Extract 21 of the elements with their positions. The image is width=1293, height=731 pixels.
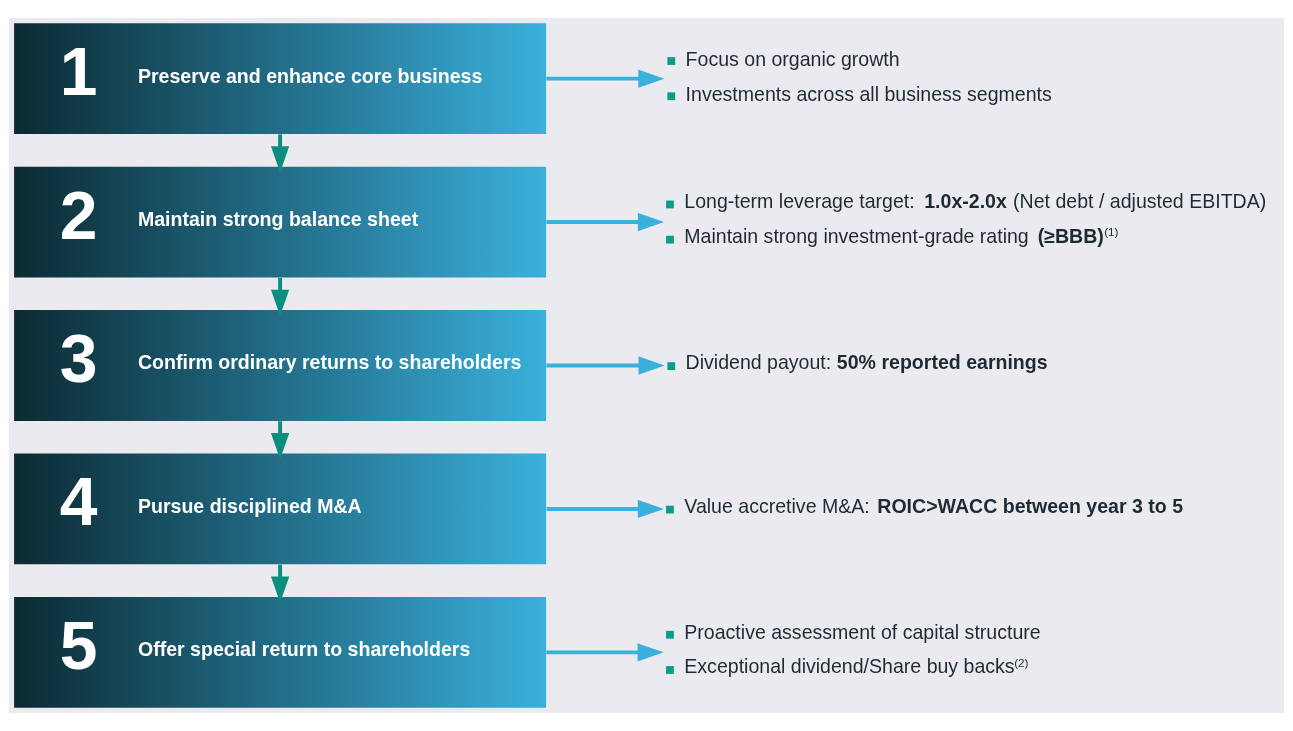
node-text: Long-term leverage target: 1.0x-2.0x (Net debt / adjusted EBITDA) Maintain strong investment-grade rating (≥BBB)$^{(1)}$	[684, 189, 1267, 247]
node-box: 2 Maintain strong balance sheet	[14, 166, 547, 278]
node-label: Value accretive M&A: ROIC>WACC between year 3 to 5	[684, 494, 1184, 517]
arrow	[270, 421, 290, 460]
node-text: Proactive assessment of capital structure Exceptional dividend/Share buy backs$^{(2)}$	[684, 621, 1041, 678]
arrow	[270, 134, 290, 173]
node-label: Dividend payout: 50% reported earnings	[685, 351, 1048, 374]
node-box	[666, 505, 674, 514]
arrow	[546, 212, 664, 232]
node-box: 5 Offer special return to shareholders	[14, 596, 547, 708]
arrow	[546, 643, 664, 662]
node-box: 3 Confirm ordinary returns to shareholders	[14, 310, 547, 421]
arrow	[546, 356, 665, 375]
arrow	[270, 564, 290, 603]
node-box: 4 Pursue disciplined M&A	[14, 453, 547, 565]
node-box: 1 Preserve and enhance core business	[14, 23, 547, 135]
arrow	[546, 69, 665, 88]
node-text: Focus on organic growth Investments across all business segments	[685, 47, 1052, 105]
node-box	[667, 362, 676, 371]
arrow	[270, 277, 290, 316]
arrow	[546, 499, 664, 519]
